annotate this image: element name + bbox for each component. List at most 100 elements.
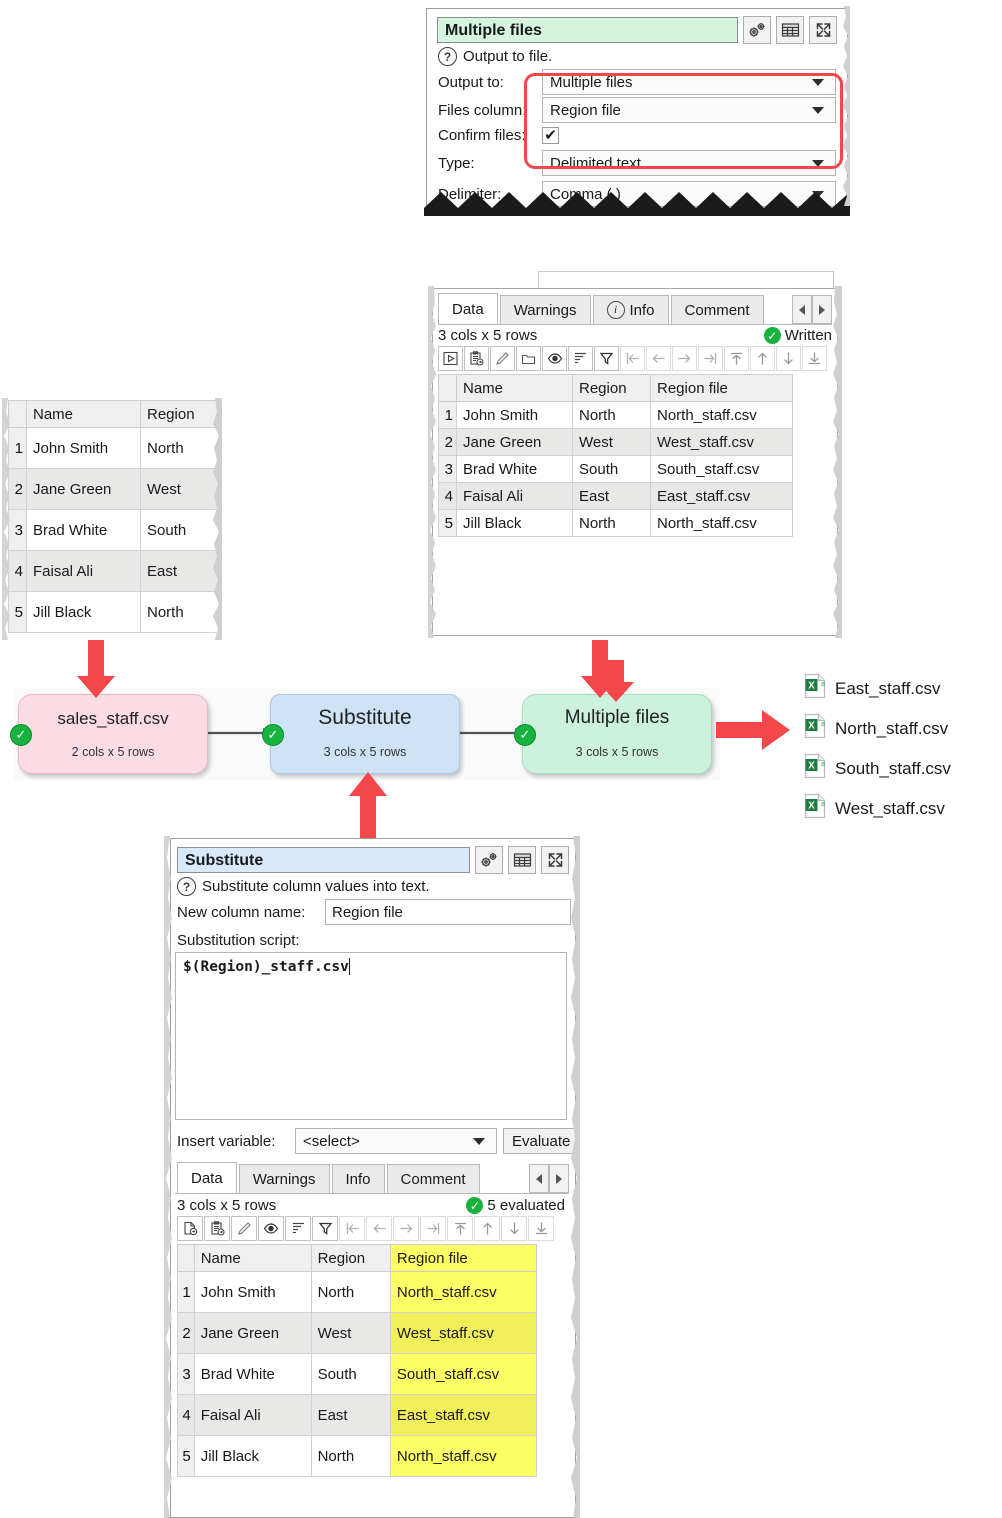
table-row[interactable]: 3 Brad White South South_staff.csv [177,1353,538,1395]
column-header-region[interactable]: Region [572,374,651,402]
cell-region[interactable]: North [310,1271,391,1313]
run-icon[interactable] [438,346,463,371]
last-row-icon[interactable] [528,1216,554,1241]
table-row[interactable]: 5 Jill Black North North_staff.csv [177,1435,538,1477]
cell-region[interactable]: West [572,428,651,456]
flow-node-substitute[interactable]: Substitute 3 cols x 5 rows ✓ [262,694,460,774]
column-header-region-file[interactable]: Region file [389,1244,538,1272]
table-row[interactable]: 3 Brad White South [8,509,221,551]
tab-warnings[interactable]: Warnings [499,295,591,324]
dialog-title-field[interactable]: Multiple files [437,17,738,43]
tab-scroll-right-button[interactable] [812,295,832,324]
eye-icon[interactable] [542,346,567,371]
cell-name[interactable]: John Smith [26,427,141,469]
cell-region-file[interactable]: West_staff.csv [650,428,793,456]
cell-region-file[interactable]: South_staff.csv [650,455,793,483]
cell-region[interactable]: North [572,401,651,429]
gear-icon[interactable] [743,16,771,44]
dialog-title-field[interactable]: Substitute [177,847,470,873]
first-col-icon[interactable] [620,346,645,371]
cell-region[interactable]: West [140,468,221,510]
cell-name[interactable]: Faisal Ali [193,1394,312,1436]
cell-region[interactable]: North [310,1435,391,1477]
new-file-icon[interactable] [177,1216,203,1241]
cell-name[interactable]: Jill Black [456,509,573,537]
cell-region[interactable]: North [140,591,221,633]
cell-region[interactable]: West [310,1312,391,1354]
cell-region[interactable]: North [140,427,221,469]
cell-region[interactable]: East [572,482,651,510]
cell-region-file[interactable]: South_staff.csv [389,1353,538,1395]
sort-icon[interactable] [285,1216,311,1241]
prev-row-icon[interactable] [474,1216,500,1241]
insert-variable-select[interactable]: <select> [295,1128,497,1154]
cell-name[interactable]: John Smith [193,1271,312,1313]
files-column-select[interactable]: Region file [542,97,836,123]
table-row[interactable]: 2 Jane Green West West_staff.csv [438,428,793,456]
next-col-icon[interactable] [672,346,697,371]
cell-region[interactable]: South [140,509,221,551]
cell-name[interactable]: Faisal Ali [26,550,141,592]
table-row[interactable]: 2 Jane Green West West_staff.csv [177,1312,538,1354]
flow-node-multiple-files[interactable]: Multiple files 3 cols x 5 rows ✓ [514,694,712,774]
column-header-region[interactable]: Region [310,1244,391,1272]
table-row[interactable]: 4 Faisal Ali East East_staff.csv [438,482,793,510]
folder-icon[interactable] [516,346,541,371]
gear-icon[interactable] [475,846,503,874]
table-row[interactable]: 5 Jill Black North [8,591,221,633]
cell-region-file[interactable]: North_staff.csv [389,1435,538,1477]
paste-icon[interactable] [464,346,489,371]
cell-name[interactable]: John Smith [456,401,573,429]
tab-scroll-left-button[interactable] [529,1164,549,1193]
edit-icon[interactable] [231,1216,257,1241]
cell-region-file[interactable]: East_staff.csv [650,482,793,510]
cell-region-file[interactable]: East_staff.csv [389,1394,538,1436]
next-row-icon[interactable] [501,1216,527,1241]
prev-col-icon[interactable] [366,1216,392,1241]
table-icon[interactable] [508,846,536,874]
cell-name[interactable]: Jane Green [26,468,141,510]
prev-row-icon[interactable] [750,346,775,371]
first-row-icon[interactable] [447,1216,473,1241]
edit-icon[interactable] [490,346,515,371]
tab-info[interactable]: i Info [592,295,669,324]
cell-region-file[interactable]: North_staff.csv [389,1271,538,1313]
column-header-region-file[interactable]: Region file [650,374,793,402]
cell-region[interactable]: East [310,1394,391,1436]
cell-name[interactable]: Jane Green [456,428,573,456]
cell-name[interactable]: Jill Black [26,591,141,633]
cell-region-file[interactable]: North_staff.csv [650,509,793,537]
tab-comment[interactable]: Comment [386,1164,480,1193]
eye-icon[interactable] [258,1216,284,1241]
tab-scroll-left-button[interactable] [792,295,812,324]
column-header-region[interactable]: Region [140,400,221,428]
substitution-script-input[interactable]: $(Region)_staff.csv [175,952,567,1120]
cell-region-file[interactable]: West_staff.csv [389,1312,538,1354]
evaluate-button[interactable]: Evaluate [503,1128,580,1154]
cell-region[interactable]: South [310,1353,391,1395]
cell-region[interactable]: North [572,509,651,537]
cell-region[interactable]: South [572,455,651,483]
new-column-name-input[interactable]: Region file [325,899,571,925]
cell-name[interactable]: Brad White [26,509,141,551]
column-header-name[interactable]: Name [456,374,573,402]
table-row[interactable]: 1 John Smith North North_staff.csv [438,401,793,429]
confirm-files-checkbox[interactable]: ✔ [542,127,559,144]
cell-name[interactable]: Jill Black [193,1435,312,1477]
cell-region[interactable]: East [140,550,221,592]
last-col-icon[interactable] [698,346,723,371]
help-icon[interactable]: ? [438,47,457,66]
cell-name[interactable]: Brad White [193,1353,312,1395]
tab-data[interactable]: Data [438,293,498,324]
cell-name[interactable]: Brad White [456,455,573,483]
sort-icon[interactable] [568,346,593,371]
table-row[interactable]: 1 John Smith North [8,427,221,469]
prev-col-icon[interactable] [646,346,671,371]
tab-warnings[interactable]: Warnings [238,1164,330,1193]
next-col-icon[interactable] [393,1216,419,1241]
table-row[interactable]: 2 Jane Green West [8,468,221,510]
